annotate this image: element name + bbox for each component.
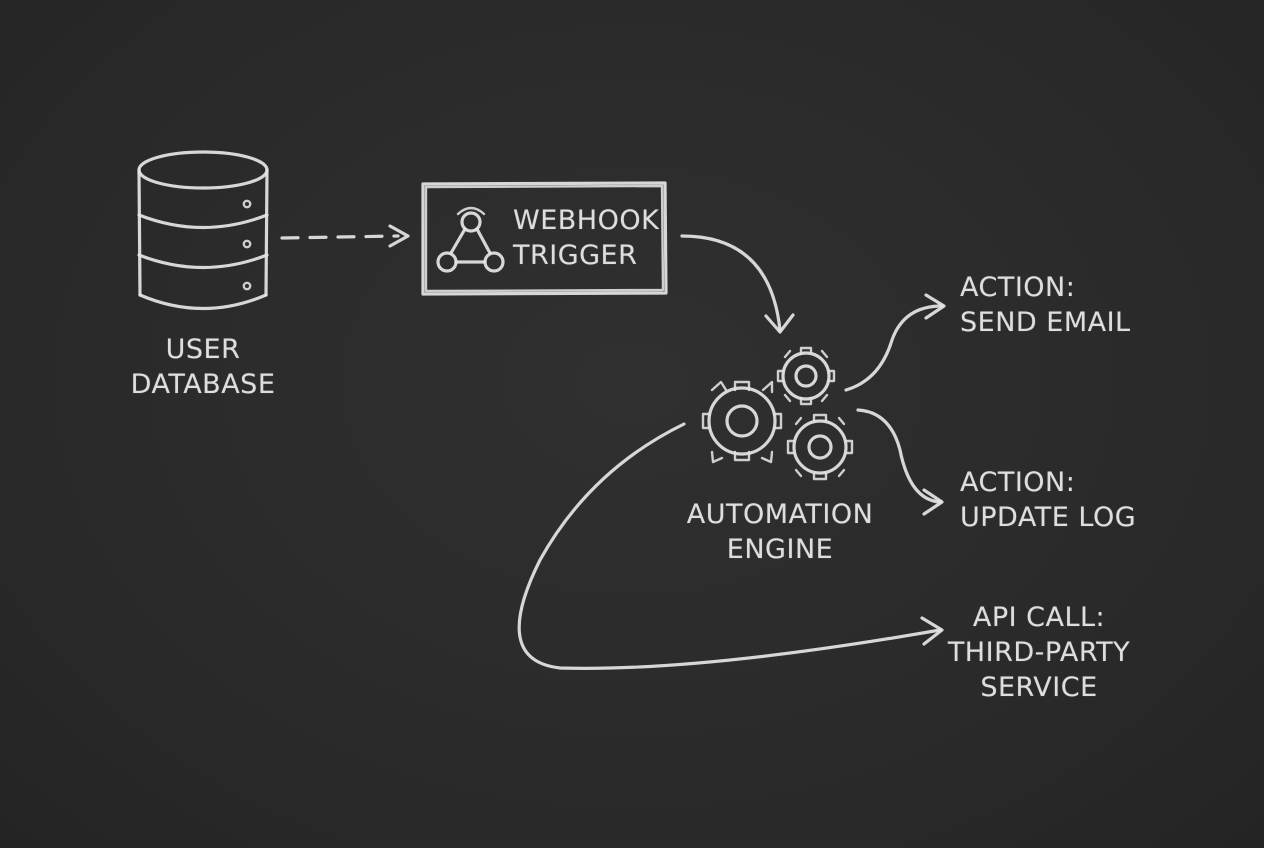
edge-engine-to-update-log — [856, 408, 944, 516]
update-log-label-line2: UPDATE LOG — [960, 502, 1137, 533]
edge-engine-to-send-email — [844, 293, 946, 392]
send-email-label-line1: ACTION: — [960, 272, 1076, 303]
edge-webhook-to-engine — [680, 234, 795, 334]
update-log-label: ACTION: UPDATE LOG — [960, 465, 1136, 535]
webhook-icon — [436, 206, 505, 273]
database-label-line2: DATABASE — [130, 369, 276, 400]
webhook-label-line1: WEBHOOK — [513, 205, 660, 236]
api-call-label-line1: API CALL: — [972, 602, 1106, 633]
send-email-label: ACTION: SEND EMAIL — [960, 270, 1131, 340]
webhook-box — [421, 181, 668, 296]
engine-label-line2: ENGINE — [726, 534, 834, 565]
edge-engine-to-api-call — [517, 422, 944, 670]
gears-icon — [701, 346, 854, 481]
update-log-label-line1: ACTION: — [960, 467, 1076, 498]
engine-label-line1: AUTOMATION — [686, 499, 874, 530]
send-email-label-line2: SEND EMAIL — [960, 307, 1131, 338]
database-label: USER DATABASE — [128, 332, 278, 402]
webhook-label-line2: TRIGGER — [513, 240, 638, 271]
api-call-label-line3: SERVICE — [980, 672, 1098, 703]
database-icon — [137, 150, 269, 311]
api-call-label: API CALL: THIRD-PARTY SERVICE — [944, 600, 1134, 705]
webhook-label: WEBHOOK TRIGGER — [513, 203, 659, 273]
database-label-line1: USER — [165, 334, 241, 365]
api-call-label-line2: THIRD-PARTY — [947, 637, 1131, 668]
edge-database-to-webhook — [280, 224, 410, 248]
engine-label: AUTOMATION ENGINE — [682, 497, 878, 567]
